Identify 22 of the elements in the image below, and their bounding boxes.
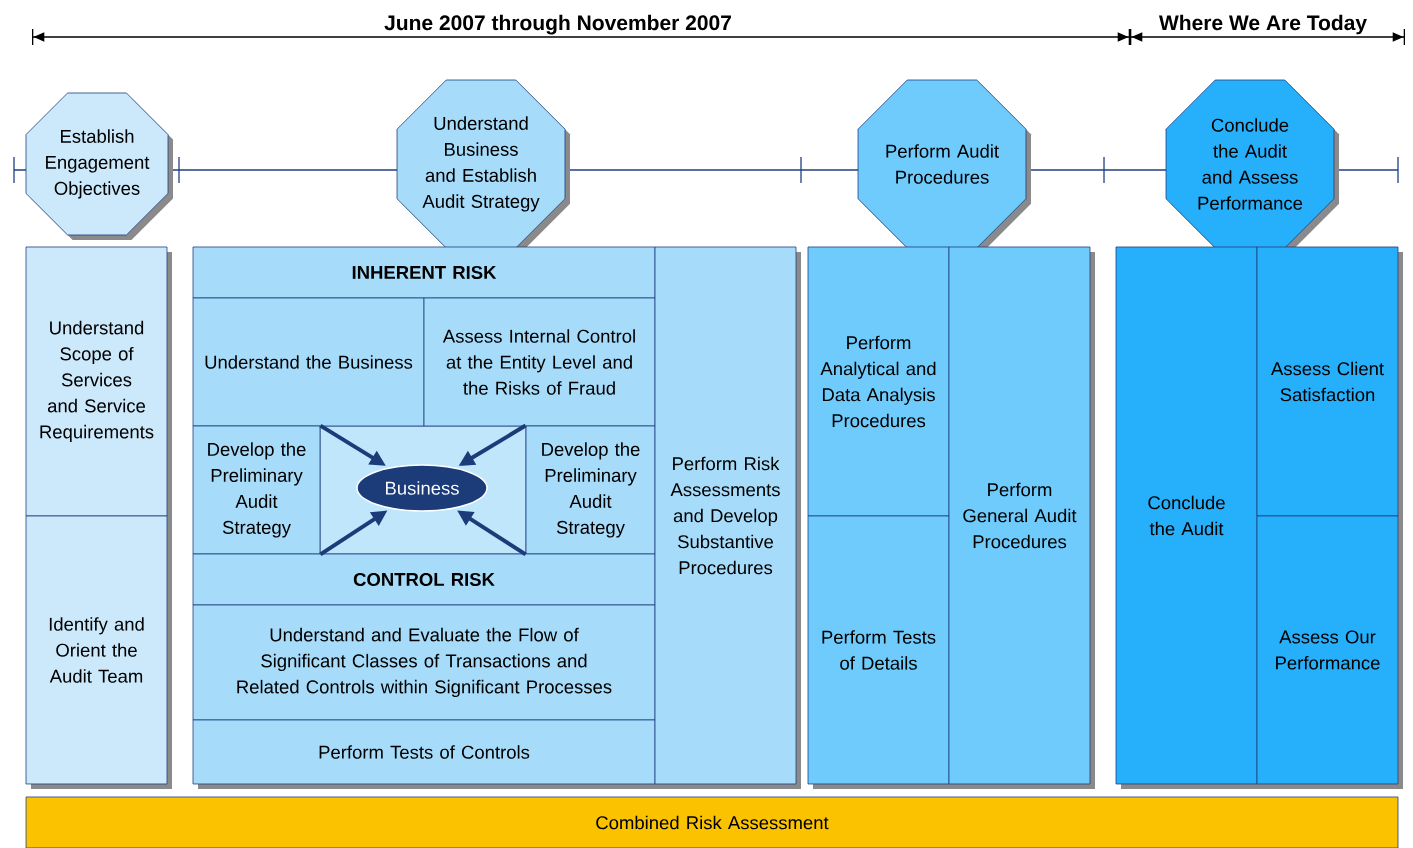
- timespan-label: June 2007 through November 2007: [383, 13, 733, 36]
- process-box: Perform Analytical and Data Analysis Procedures: [807, 246, 950, 517]
- process-box: Perform Tests of Details: [807, 515, 950, 785]
- assessment-band: Combined Risk Assessment: [25, 796, 1399, 848]
- process-box: Assess Client Satisfaction: [1256, 246, 1399, 517]
- phase-octagon: Understand Business and Establish Audit Strategy: [396, 79, 566, 249]
- risk-header: INHERENT RISK: [192, 246, 656, 299]
- phase-octagon: Conclude the Audit and Assess Performance: [1165, 79, 1335, 249]
- phase-octagon: Perform Audit Procedures: [857, 79, 1027, 249]
- phase-octagon: Establish Engagement Objectives: [25, 92, 169, 236]
- timespan-label: Where We Are Today: [1157, 13, 1369, 36]
- process-box: Develop the Preliminary Audit Strategy: [525, 425, 656, 555]
- process-box: Conclude the Audit: [1115, 246, 1258, 785]
- process-box: Understand the Business: [192, 297, 425, 427]
- process-box: Assess Internal Control at the Entity Level and the Risks of Fraud: [423, 297, 656, 427]
- process-box: Assess Our Performance: [1256, 515, 1399, 785]
- process-box: Identify and Orient the Audit Team: [25, 515, 168, 785]
- process-box: Understand Scope of Services and Service Requirements: [25, 246, 168, 517]
- process-box: Perform Tests of Controls: [192, 719, 656, 785]
- process-box: Develop the Preliminary Audit Strategy: [192, 425, 321, 555]
- process-box: Perform General Audit Procedures: [948, 246, 1091, 785]
- risk-header: CONTROL RISK: [192, 553, 656, 606]
